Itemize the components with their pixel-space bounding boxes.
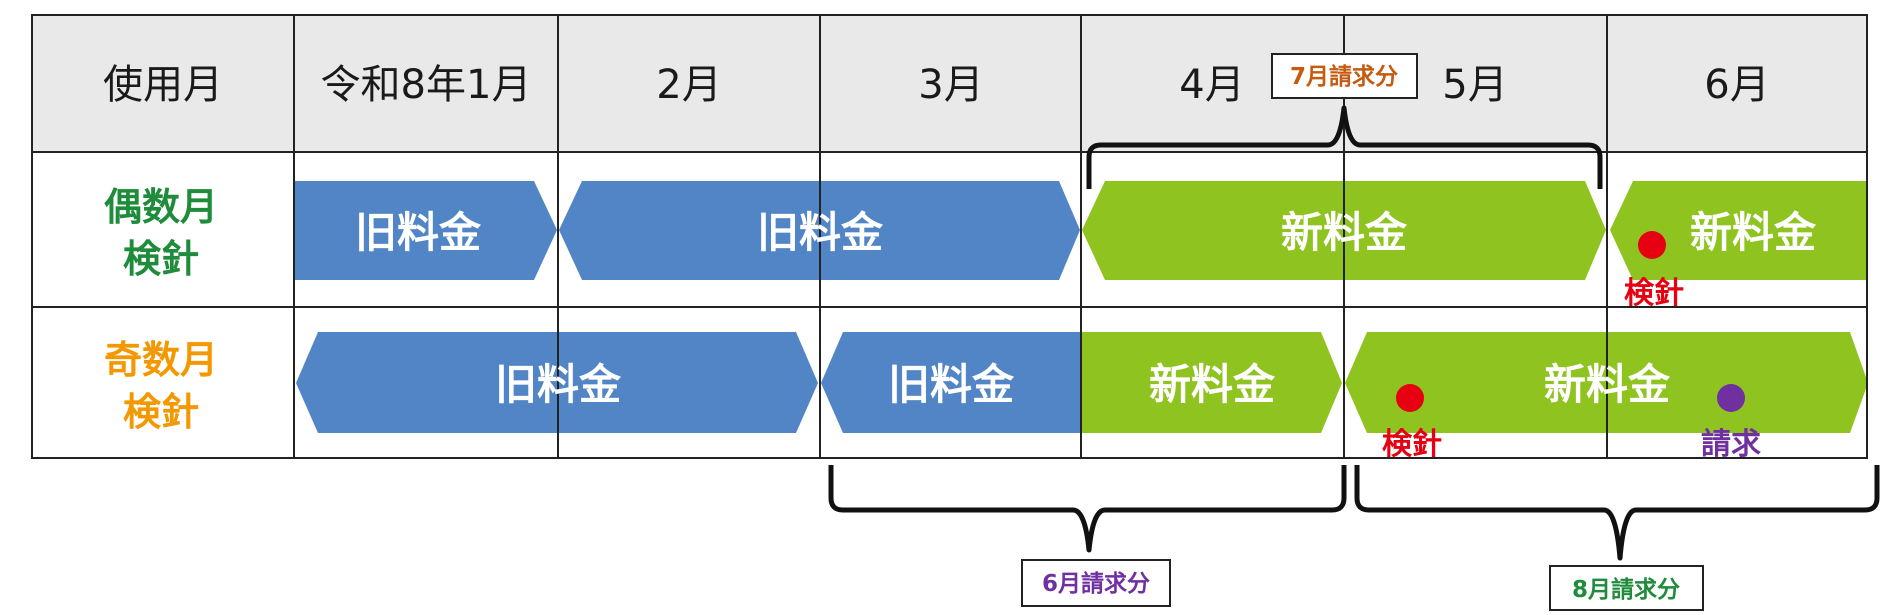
odd-meter-reading-dot	[1396, 384, 1424, 412]
odd-row-label-line2: 検針	[123, 390, 199, 434]
odd-row-label-line1: 奇数月	[104, 338, 218, 382]
odd-billing-dot	[1717, 384, 1745, 412]
header-label-month-1: 令和8年1月	[321, 62, 532, 108]
odd-bar-new-1	[1082, 332, 1342, 433]
even-bar-old-1	[295, 181, 557, 280]
header-label-month-5: 5月	[1442, 62, 1507, 108]
brace-july	[1086, 105, 1603, 189]
header-row-bg	[32, 15, 1867, 152]
even-bar-new-2-label: 新料金	[1690, 208, 1817, 257]
odd-billing-label: 請求	[1701, 427, 1761, 462]
even-bar-old-2-label: 旧料金	[757, 208, 884, 257]
odd-bar-old-2-label: 旧料金	[888, 360, 1015, 409]
odd-meter-reading-label: 検針	[1382, 427, 1442, 462]
brace-august	[1354, 465, 1880, 561]
even-bar-new-2	[1610, 181, 1867, 280]
even-bar-new-1-label: 新料金	[1281, 208, 1408, 257]
august-billing-label: 8月請求分	[1572, 576, 1680, 603]
even-meter-reading-label: 検針	[1624, 276, 1684, 311]
july-billing-label: 7月請求分	[1290, 63, 1398, 90]
odd-bar-new-2-label: 新料金	[1544, 360, 1671, 409]
header-label-usage-month: 使用月	[103, 62, 223, 108]
july-billing-box	[1271, 53, 1418, 99]
august-billing-box	[1549, 565, 1704, 611]
header-label-month-4: 4月	[1179, 62, 1244, 108]
even-row-label-line2: 検針	[123, 237, 199, 281]
even-row-label-line1: 偶数月	[104, 185, 218, 229]
even-meter-reading-dot	[1638, 231, 1666, 259]
odd-bar-old-2	[821, 332, 1082, 433]
odd-bar-old-1-label: 旧料金	[495, 360, 622, 409]
table-grid	[31, 14, 1868, 459]
header-label-month-6: 6月	[1704, 62, 1769, 108]
brace-june	[828, 465, 1347, 553]
june-billing-label: 6月請求分	[1042, 570, 1150, 597]
header-label-month-2: 2月	[656, 62, 721, 108]
odd-bar-new-1-label: 新料金	[1149, 360, 1276, 409]
even-bar-old-1-label: 旧料金	[355, 208, 482, 257]
header-label-month-3: 3月	[918, 62, 983, 108]
june-billing-box	[1021, 559, 1171, 607]
